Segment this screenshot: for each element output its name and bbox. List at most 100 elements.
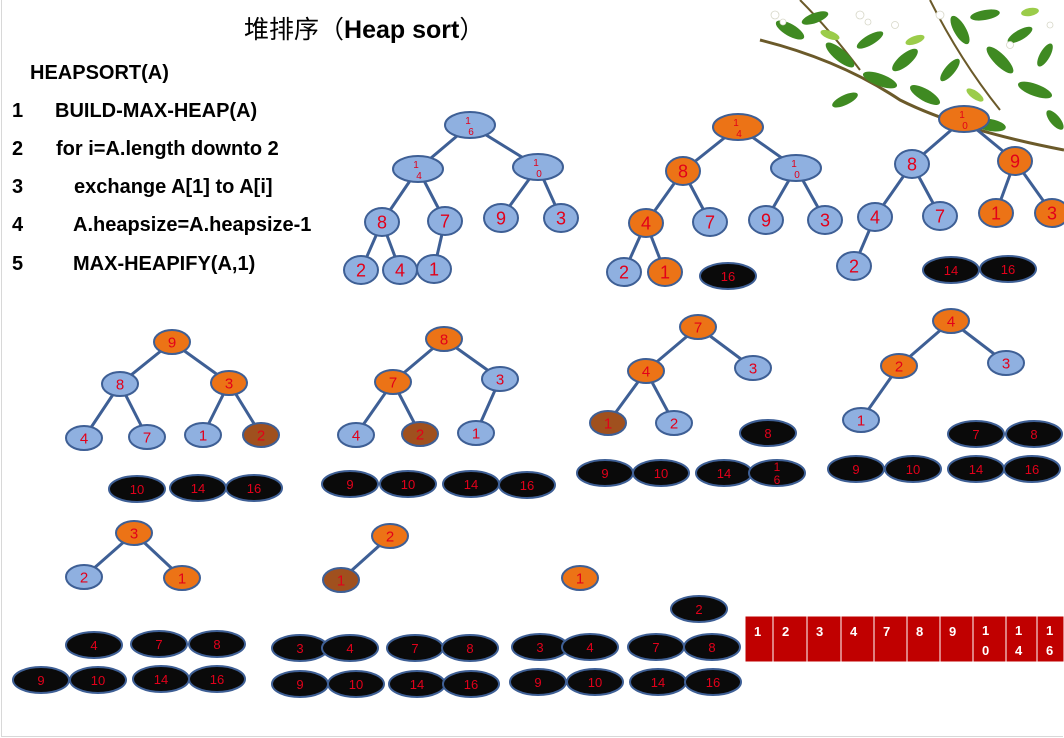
- array-cell-bg: [939, 615, 974, 663]
- heap-node: 8: [364, 207, 400, 237]
- node-shape: [481, 366, 519, 392]
- heap-node: 3: [1034, 198, 1064, 228]
- heap-node: 2: [401, 421, 439, 447]
- node-value: 0: [962, 121, 968, 132]
- sorted-shape: [1003, 455, 1061, 483]
- line-number: 5: [12, 253, 24, 275]
- node-value: 1: [991, 203, 1001, 223]
- node-value: 4: [870, 207, 880, 227]
- node-shape: [153, 329, 191, 355]
- sorted-shape: [441, 634, 499, 662]
- heap-node: 2: [65, 564, 103, 590]
- array-value: 6: [1046, 643, 1053, 658]
- algorithm-header-text: HEAPSORT(A): [30, 62, 169, 84]
- node-shape: [836, 251, 872, 281]
- sorted-value: 8: [466, 641, 473, 656]
- sorted-element: 14: [132, 665, 190, 693]
- node-shape: [655, 410, 693, 436]
- array-cell: 7: [873, 615, 908, 663]
- node-value: 9: [1010, 151, 1020, 171]
- sorted-element: 9: [321, 470, 379, 498]
- array-cell: 2: [772, 615, 808, 663]
- sorted-value: 16: [706, 675, 720, 690]
- node-value: 3: [749, 360, 757, 377]
- flower-blossoms: [770, 10, 1054, 49]
- line-number: 4: [12, 214, 24, 236]
- node-shape: [416, 254, 452, 284]
- sorted-value: 1: [774, 460, 781, 474]
- sorted-shape: [321, 634, 379, 662]
- node-value: 3: [496, 371, 504, 388]
- sorted-shape: [188, 630, 246, 658]
- heap-node: 4: [932, 308, 970, 334]
- node-shape: [692, 207, 728, 237]
- heap-node: 10: [512, 153, 564, 181]
- array-value: 9: [949, 624, 956, 639]
- sorted-element: 14: [388, 670, 446, 698]
- array-cell: 14: [1005, 615, 1038, 663]
- node-value: 1: [733, 118, 739, 129]
- node-shape: [337, 422, 375, 448]
- node-value: 0: [794, 170, 800, 181]
- sorted-value: 16: [464, 677, 478, 692]
- node-value: 1: [199, 427, 207, 444]
- array-cell-bg: [972, 615, 1007, 663]
- sorted-element: 9: [271, 670, 329, 698]
- title-end: ）: [459, 15, 485, 44]
- sorted-value: 16: [247, 481, 261, 496]
- sorted-value: 7: [411, 641, 418, 656]
- sorted-shape: [683, 633, 741, 661]
- sorted-value: 16: [1001, 262, 1015, 277]
- heap-node: 4: [65, 425, 103, 451]
- sorted-element: 3: [511, 633, 569, 661]
- heap-node: 1: [589, 410, 627, 436]
- sorted-shape: [739, 419, 797, 447]
- sorted-value: 8: [1030, 427, 1037, 442]
- heap-node: 1: [561, 565, 599, 591]
- heap-node: 9: [153, 329, 191, 355]
- array-cell-bg: [906, 615, 941, 663]
- sorted-shape: [442, 670, 500, 698]
- node-value: 9: [496, 208, 506, 228]
- sorted-shape: [327, 670, 385, 698]
- heap-node: 7: [427, 206, 463, 236]
- sorted-element: 7: [947, 420, 1005, 448]
- sorted-element: 14: [169, 474, 227, 502]
- sorted-value: 9: [601, 466, 608, 481]
- node-shape: [371, 523, 409, 549]
- node-shape: [627, 358, 665, 384]
- sorted-value: 14: [464, 477, 478, 492]
- node-value: 7: [705, 212, 715, 232]
- heap-node: 1: [184, 422, 222, 448]
- array-cell: 10: [972, 615, 1007, 663]
- node-value: 4: [416, 171, 422, 182]
- sorted-element: 10: [566, 668, 624, 696]
- node-shape: [770, 154, 822, 182]
- array-value: 3: [816, 624, 823, 639]
- line-text: MAX-HEAPIFY(A,1): [73, 253, 256, 275]
- line-text: exchange A[1] to A[i]: [74, 176, 273, 198]
- node-value: 3: [556, 208, 566, 228]
- heap-node: 2: [343, 255, 379, 285]
- node-shape: [101, 371, 139, 397]
- line-text: BUILD-MAX-HEAP(A): [55, 100, 258, 122]
- node-value: 1: [178, 570, 186, 587]
- node-shape: [748, 205, 784, 235]
- sorted-shape: [566, 668, 624, 696]
- sorted-element: 8: [739, 419, 797, 447]
- heap-node: 3: [734, 355, 772, 381]
- sorted-value: 16: [1025, 462, 1039, 477]
- node-shape: [65, 564, 103, 590]
- node-shape: [401, 421, 439, 447]
- array-cell-bg: [1036, 615, 1064, 663]
- node-value: 1: [472, 425, 480, 442]
- sorted-element: 14: [695, 459, 753, 487]
- heap-node: 4: [337, 422, 375, 448]
- sorted-shape: [108, 475, 166, 503]
- array-value: 2: [782, 624, 789, 639]
- heap-node: 10: [938, 105, 990, 133]
- node-shape: [427, 206, 463, 236]
- sorted-value: 7: [155, 637, 162, 652]
